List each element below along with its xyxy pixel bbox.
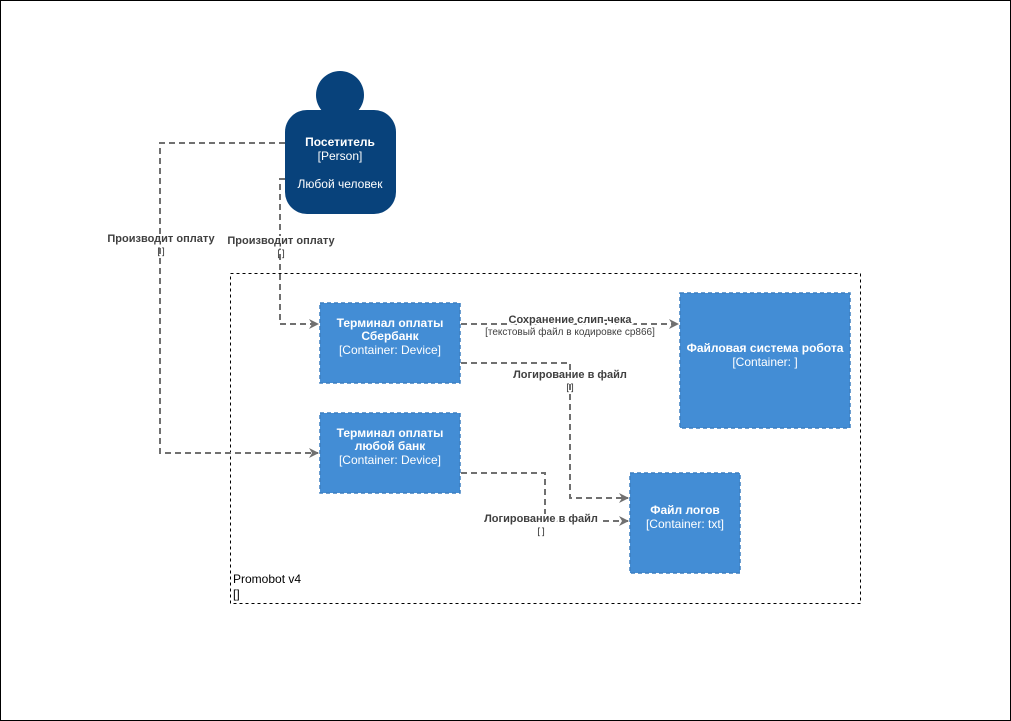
container-name-line1: Терминал оплаты (337, 426, 444, 440)
edge-tech: [текстовый файл в кодировке cp866] (485, 326, 655, 338)
container-type: [Container: ] (732, 355, 797, 369)
container-name-line2: любой банк (355, 439, 427, 453)
edge-label: Производит оплату (227, 235, 335, 247)
container-name-line2: Сбербанк (361, 329, 419, 343)
boundary-name: Promobot v4 (233, 572, 301, 586)
person-head-icon (316, 71, 364, 119)
container-name: Файл логов (650, 503, 720, 517)
edge-person-to-any-terminal[interactable]: Производит оплату [] (105, 142, 319, 458)
boundary-type: [] (233, 587, 240, 601)
edge-tech: [] (566, 383, 574, 394)
edge-any-to-log-file[interactable]: Логирование в файл [] (461, 472, 629, 538)
container-rect (679, 292, 851, 429)
container-rect (629, 472, 741, 574)
person-body (285, 110, 396, 214)
container-log-file[interactable]: Файл логов [Container: txt] (629, 472, 741, 574)
container-sber-terminal[interactable]: Терминал оплаты Сбербанк [Container: Dev… (319, 302, 461, 384)
container-type: [Container: Device] (339, 453, 441, 467)
container-name-line1: Терминал оплаты (337, 316, 444, 330)
boundary-rect (230, 273, 861, 604)
system-boundary[interactable]: Promobot v4 [] (230, 273, 861, 604)
edge-line (461, 472, 629, 526)
container-name: Файловая система робота (687, 341, 844, 355)
person-type: [Person] (318, 149, 363, 163)
edge-person-to-sber-terminal[interactable]: Производит оплату [] (225, 178, 337, 329)
container-type: [Container: Device] (339, 343, 441, 357)
edge-line (279, 178, 319, 329)
edge-label: Сохранение слип-чека (509, 314, 633, 326)
edge-tech: [] (277, 249, 285, 260)
container-robot-file-system[interactable]: Файловая система робота [Container: ] (679, 292, 851, 429)
container-type: [Container: txt] (646, 517, 724, 531)
edge-sber-to-log-file[interactable]: Логирование в файл [] (461, 362, 629, 503)
edge-label: Логирование в файл (513, 369, 627, 381)
edge-sber-to-robot-fs[interactable]: Сохранение слип-чека [текстовый файл в к… (461, 312, 679, 340)
person-visitor[interactable]: Посетитель [Person] Любой человек (285, 71, 396, 214)
edge-tech: [] (537, 527, 545, 538)
person-description: Любой человек (298, 177, 384, 191)
edge-label: Производит оплату (107, 233, 215, 245)
edge-label: Логирование в файл (484, 513, 598, 525)
edge-tech: [] (157, 247, 165, 258)
container-rect (319, 302, 461, 384)
container-rect (319, 412, 461, 494)
container-any-bank-terminal[interactable]: Терминал оплаты любой банк [Container: D… (319, 412, 461, 494)
edge-line (461, 362, 629, 503)
person-name: Посетитель (305, 135, 375, 149)
edge-line (159, 142, 319, 458)
